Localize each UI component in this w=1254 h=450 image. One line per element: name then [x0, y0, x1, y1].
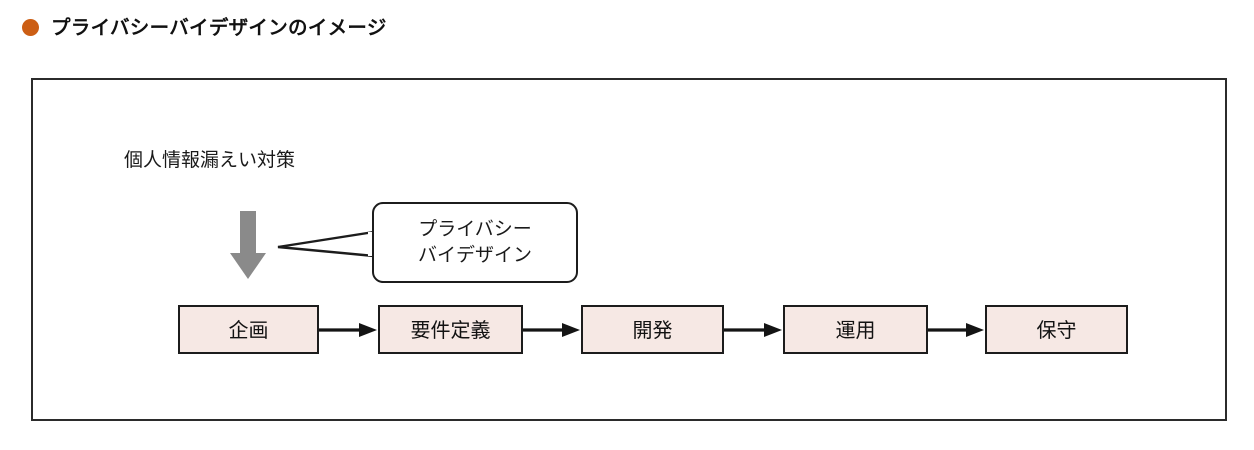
countermeasure-label: 個人情報漏えい対策 — [124, 149, 296, 171]
flow-arrow-2-icon — [523, 323, 580, 337]
callout-text: プライバシー バイデザイン — [372, 202, 578, 283]
process-box-youken-teigi[interactable]: 要件定義 — [378, 305, 523, 354]
flow-arrow-4-icon — [928, 323, 984, 337]
callout-balloon: プライバシー バイデザイン — [372, 202, 578, 283]
process-box-unyou[interactable]: 運用 — [783, 305, 928, 354]
callout-line-2: バイデザイン — [417, 243, 532, 266]
callout-line-1: プライバシー — [418, 217, 532, 240]
callout-tail — [277, 230, 380, 258]
flow-arrow-3-icon — [724, 323, 782, 337]
diagram-frame — [31, 78, 1227, 421]
page-title-text: プライバシーバイデザインのイメージ — [51, 16, 387, 39]
process-box-kaihatsu[interactable]: 開発 — [581, 305, 724, 354]
down-arrow-icon — [230, 211, 266, 279]
callout-body — [372, 202, 578, 283]
process-box-kikaku[interactable]: 企画 — [178, 305, 319, 354]
bullet-circle-icon — [22, 19, 39, 37]
page-title: プライバシーバイデザインのイメージ — [22, 18, 387, 38]
process-box-hoshu[interactable]: 保守 — [985, 305, 1128, 354]
flow-arrow-1-icon — [319, 323, 377, 337]
